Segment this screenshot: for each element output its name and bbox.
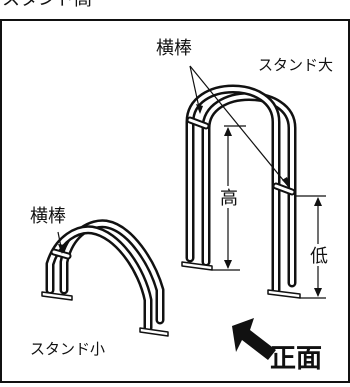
front-label: 正面	[270, 344, 323, 374]
leader-arrowheads	[58, 104, 290, 254]
large-stand-drawing	[181, 84, 301, 299]
crossbar-label-small: 横棒	[30, 206, 66, 227]
stand-small-label: スタンド小	[30, 340, 106, 358]
crossbar-label-large: 横棒	[156, 38, 192, 59]
figure-frame	[0, 19, 350, 383]
header-text: スタンド高	[2, 0, 92, 9]
stand-large-label: スタンド大	[258, 56, 334, 74]
front-arrow	[232, 318, 276, 360]
low-label: 低	[307, 244, 328, 266]
low-arrowheads	[314, 197, 322, 297]
small-stand-drawing	[41, 219, 169, 337]
height-arrowheads	[224, 127, 232, 269]
height-label: 高	[217, 186, 238, 208]
